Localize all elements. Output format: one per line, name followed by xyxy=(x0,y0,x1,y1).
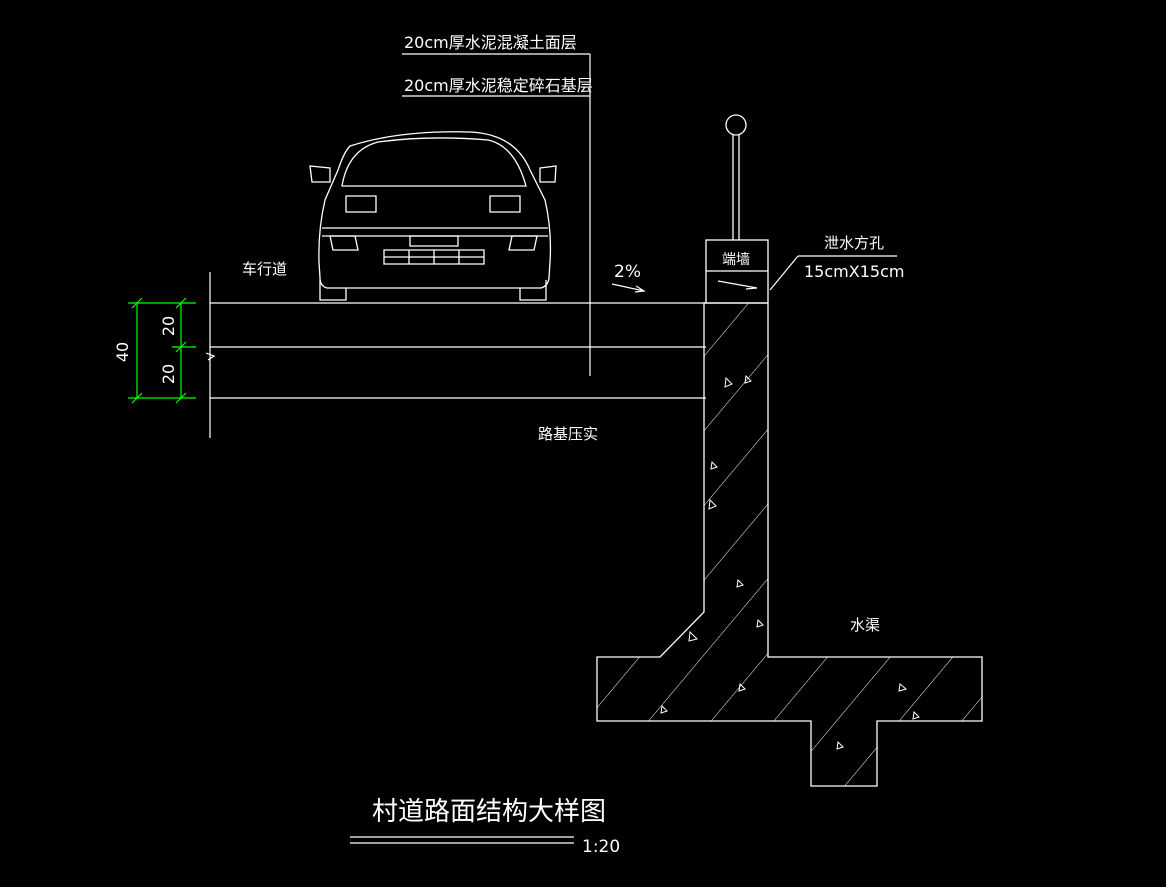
slope-label: 2% xyxy=(614,262,641,282)
road-layers xyxy=(205,272,706,438)
title-underline xyxy=(350,836,574,844)
drain-hole-title: 泄水方孔 xyxy=(824,234,884,252)
break-mark xyxy=(205,352,216,361)
dimension-total: 40 xyxy=(113,342,132,362)
retaining-wall xyxy=(596,302,983,787)
aggregate-marks xyxy=(660,374,920,750)
surface-layer-label: 20cm厚水泥混凝土面层 xyxy=(404,33,577,52)
base-layer-label: 20cm厚水泥稳定碎石基层 xyxy=(404,76,593,95)
dimension-lines xyxy=(128,297,196,404)
drawing-title: 村道路面结构大样图 xyxy=(372,797,606,827)
roadway-label: 车行道 xyxy=(242,260,287,278)
drain-leader xyxy=(769,255,897,291)
dimension-upper: 20 xyxy=(159,316,178,336)
layer-leader xyxy=(402,53,591,376)
railing-post-icon xyxy=(725,114,747,136)
drain-hole-icon xyxy=(717,280,758,290)
wall-cap xyxy=(705,114,769,304)
wall-label: 端墙 xyxy=(722,252,750,268)
drain-hole-size: 15cmX15cm xyxy=(804,262,904,281)
subgrade-label: 路基压实 xyxy=(538,425,598,443)
dimension-lower: 20 xyxy=(159,364,178,384)
drawing-scale: 1:20 xyxy=(582,837,620,857)
car-icon xyxy=(309,131,557,301)
slope-arrow-icon xyxy=(611,283,646,293)
channel-label: 水渠 xyxy=(850,616,880,634)
